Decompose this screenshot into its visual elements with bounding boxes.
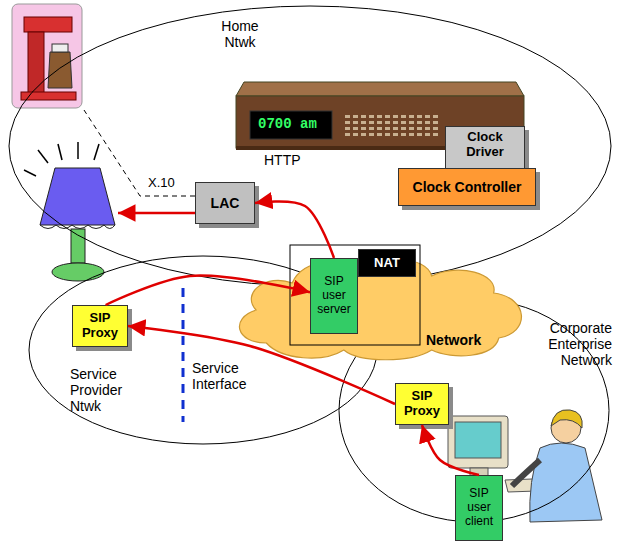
x10-link (118, 212, 195, 215)
x10-link (84, 110, 195, 196)
region-label: Home Ntwk (210, 18, 270, 50)
box-label: SIP user server (314, 275, 354, 316)
interface-label: Service Interface (190, 360, 256, 392)
lamp (94, 144, 99, 160)
box-label: Clock Controller (413, 179, 522, 195)
clock-device (236, 82, 524, 96)
box-label: SIP Proxy (76, 311, 124, 341)
person-at-computer (530, 443, 602, 522)
region-label: Corporate Enterprise Network (530, 320, 612, 368)
lamp (40, 168, 115, 225)
coffee-maker (12, 4, 82, 108)
region-outline (9, 6, 611, 286)
nat-box: NAT (358, 249, 416, 277)
lamp (24, 142, 115, 281)
box-label: SIP Proxy (399, 389, 445, 419)
coffee-maker (52, 44, 68, 52)
person-at-computer (455, 422, 501, 458)
coffee-maker (28, 32, 44, 94)
lamp (52, 263, 104, 281)
lamp (38, 150, 48, 163)
person-at-computer (551, 410, 582, 428)
clock-device (342, 114, 438, 136)
box-label: LAC (211, 195, 240, 211)
box-label: Clock Driver (449, 130, 521, 160)
signal-arrow (255, 201, 334, 258)
lamp (71, 229, 85, 263)
proxy-box: SIP Proxy (72, 305, 128, 347)
region-label: Network (426, 332, 496, 348)
service-interface-line (182, 288, 185, 422)
coffee-maker (24, 17, 72, 32)
proxy-box: SIP Proxy (395, 383, 449, 425)
sip-client-box: SIP user client (455, 475, 503, 541)
signal-arrow (106, 276, 310, 305)
protocol-label: X.10 (146, 176, 177, 191)
controller-box: Clock Controller (398, 168, 536, 206)
lamp (58, 144, 62, 160)
signal-arrow (422, 425, 479, 475)
signal-arrow (128, 326, 395, 404)
x10-link (84, 110, 195, 213)
coffee-maker (48, 52, 72, 88)
box-label: NAT (374, 256, 400, 271)
service-interface-line (183, 288, 184, 422)
person-at-computer (448, 416, 508, 468)
lamp (24, 170, 36, 176)
sip-server-box: SIP user server (310, 258, 358, 334)
protocol-label: HTTP (262, 152, 303, 168)
person-at-computer (512, 460, 540, 486)
nat-outline (290, 245, 420, 345)
lamp (77, 142, 79, 159)
coffee-maker (12, 4, 82, 108)
lac-box: LAC (195, 182, 255, 224)
clock-device (250, 111, 332, 139)
clock-display: 0700 am (256, 116, 319, 132)
region-label: Service Provider Ntwk (70, 366, 136, 414)
lamp (40, 225, 115, 229)
box-label: SIP user client (459, 487, 499, 528)
